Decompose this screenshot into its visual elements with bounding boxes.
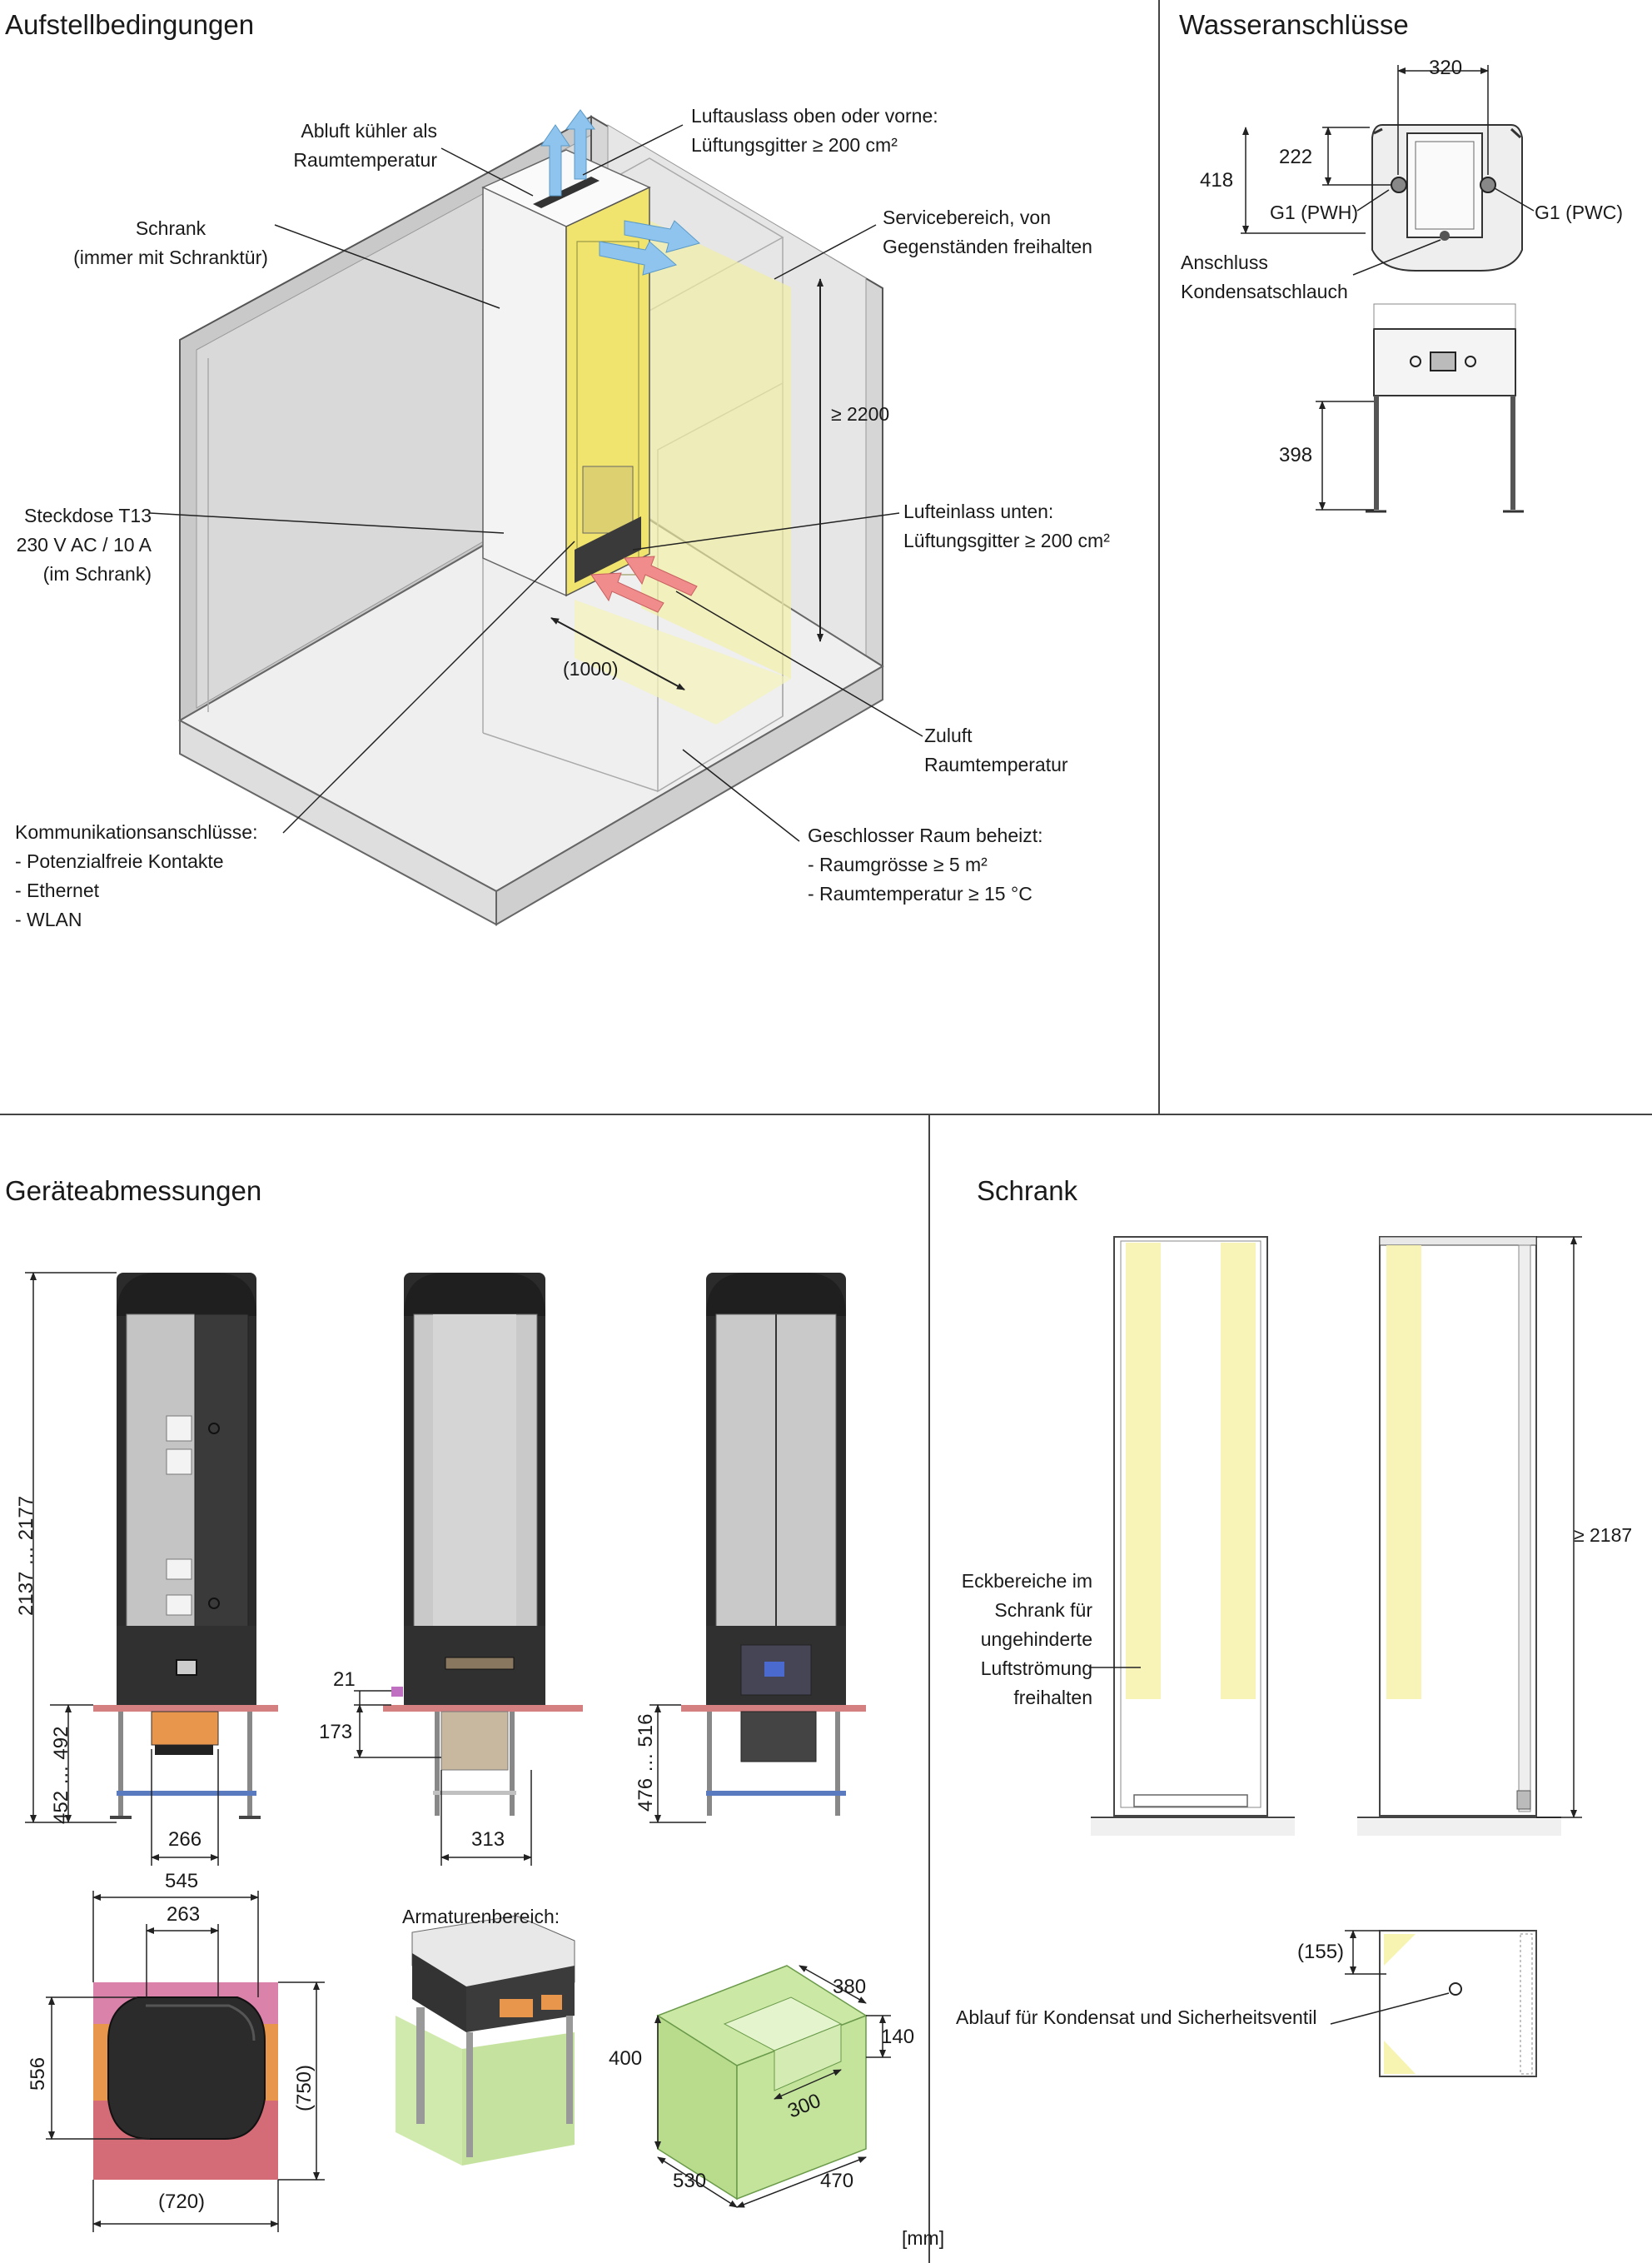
top-view-dimensions	[46, 1891, 325, 2232]
water-section-title: Wasseranschlüsse	[1179, 9, 1409, 40]
cabinet-dimension-lines	[1091, 1236, 1582, 2025]
supply-air-label: Zuluft Raumtemperatur	[924, 725, 1068, 775]
outlet-label: Luftauslass oben oder vorne: Lüftungsgit…	[691, 105, 938, 156]
outlet-arrows	[599, 220, 701, 276]
service-area-label: Servicebereich, von Gegenständen freihal…	[883, 207, 1092, 257]
fittings-dim-470: 470	[820, 2170, 854, 2192]
drain-icon	[1449, 1982, 1462, 1996]
inlet-label: Lufteinlass unten: Lüftungsgitter ≥ 200 …	[903, 501, 1110, 551]
left-leg-dim: 452 … 492	[50, 1726, 72, 1824]
cabinet-side-view	[1357, 1236, 1561, 1836]
device-height-dim: 2137 … 2177	[15, 1495, 37, 1616]
communication-label: Kommunikationsanschlüsse: - Potenzialfre…	[15, 821, 258, 930]
cabinet-dim-155: (155)	[1297, 1941, 1345, 1963]
service-area	[641, 217, 791, 679]
pwc-label: G1 (PWC)	[1535, 202, 1624, 223]
cabinet-height-dim: ≥ 2187	[1574, 1524, 1633, 1546]
cabinet-front-view	[1091, 1236, 1295, 1836]
cabinet-section-title: Schrank	[977, 1175, 1078, 1206]
fittings-dim-140: 140	[881, 2026, 915, 2048]
water-dim-398: 398	[1279, 444, 1313, 466]
fittings-dim-380: 380	[833, 1976, 867, 1998]
unit-label: [mm]	[902, 2227, 945, 2249]
device-back-view	[681, 1273, 866, 1816]
room-illustration	[177, 109, 884, 926]
depth-label: (1000)	[563, 658, 619, 680]
condensate-hose-label: Anschluss Kondensatschlauch	[1181, 252, 1348, 302]
fittings-dim-530: 530	[673, 2170, 707, 2192]
fittings-area-title: Armaturenbereich:	[402, 1906, 560, 1927]
width-313-dim: 313	[471, 1828, 505, 1851]
water-dimensions	[1241, 65, 1535, 511]
corner-zones-note: Eckbereiche im Schrank für ungehinderte …	[961, 1570, 1092, 1708]
device-dimension-lines	[25, 1272, 706, 1866]
setup-leaders	[149, 124, 923, 842]
device-top-view	[93, 1982, 278, 2180]
top-width-720-dim: (720)	[158, 2191, 206, 2213]
cabinet-label: Schrank (immer mit Schranktür)	[73, 217, 268, 268]
room-label: Geschlosser Raum beheizt: - Raumgrösse ≥…	[808, 825, 1043, 905]
water-dim-418: 418	[1200, 169, 1234, 192]
fittings-space-box	[656, 1965, 868, 2201]
dim-173: 173	[319, 1721, 353, 1743]
condensate-connector-icon	[1440, 231, 1450, 241]
socket-label: Steckdose T13 230 V AC / 10 A (im Schran…	[16, 505, 152, 585]
inlet-arrows	[590, 556, 698, 613]
water-plan-view	[1371, 124, 1523, 272]
pwh-label: G1 (PWH)	[1270, 202, 1359, 223]
dim-21: 21	[333, 1668, 356, 1691]
height-label: ≥ 2200	[831, 403, 890, 425]
cabinet-top-view	[1379, 1930, 1537, 2077]
fittings-dim-400: 400	[609, 2047, 643, 2070]
water-dim-222: 222	[1279, 146, 1313, 168]
dimensions-section-title: Geräteabmessungen	[5, 1175, 262, 1206]
right-leg-dim: 476 … 516	[634, 1713, 657, 1812]
top-depth-750-dim: (750)	[293, 2064, 316, 2111]
device-side-view	[383, 1273, 583, 1816]
exhaust-arrows	[540, 109, 595, 197]
width-266-dim: 266	[168, 1828, 202, 1851]
setup-section-title: Aufstellbedingungen	[5, 9, 255, 40]
drain-label: Ablauf für Kondensat und Sicherheitsvent…	[956, 2006, 1317, 2028]
fittings-dimensions	[654, 1965, 891, 2208]
top-depth-556-dim: 556	[27, 2056, 49, 2091]
pwc-connector-icon	[1480, 177, 1496, 193]
top-width-263-dim: 263	[167, 1903, 201, 1926]
fittings-illustration	[396, 1915, 575, 2166]
top-width-545-dim: 545	[165, 1870, 199, 1892]
water-dim-320: 320	[1429, 57, 1463, 79]
exhaust-label: Abluft kühler als Raumtemperatur	[293, 120, 437, 171]
water-side-view	[1366, 303, 1524, 513]
device-front-view	[93, 1273, 278, 1819]
pwh-connector-icon	[1391, 177, 1407, 193]
